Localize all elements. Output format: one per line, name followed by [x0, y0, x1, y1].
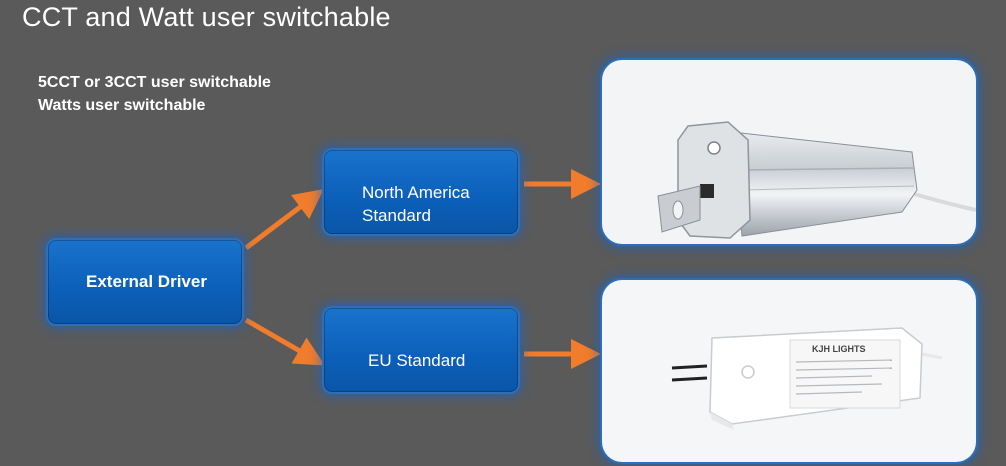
- north-america-line-1: North America: [362, 183, 470, 202]
- eu-driver-photo: KJH LIGHTS: [600, 278, 978, 464]
- arrow-driver-to-na: [244, 188, 324, 250]
- north-america-label: North America Standard: [362, 181, 512, 227]
- external-driver-label: External Driver: [86, 272, 207, 291]
- subtitle: 5CCT or 3CCT user switchable Watts user …: [38, 71, 271, 117]
- eu-standard-label: EU Standard: [368, 351, 466, 370]
- external-driver-box: External Driver: [46, 238, 244, 326]
- page-title: CCT and Watt user switchable: [22, 2, 391, 32]
- arrow-driver-to-eu: [244, 317, 325, 366]
- north-america-standard-box: North America Standard: [322, 148, 520, 236]
- eu-driver-image: KJH LIGHTS: [602, 280, 976, 462]
- north-america-driver-photo: [600, 58, 978, 246]
- eu-driver-brand-text: KJH LIGHTS: [812, 344, 866, 354]
- subtitle-line-2: Watts user switchable: [38, 97, 206, 114]
- north-america-line-2: Standard: [362, 206, 431, 225]
- subtitle-line-1: 5CCT or 3CCT user switchable: [38, 74, 271, 91]
- eu-standard-box: EU Standard: [322, 306, 520, 394]
- cylindrical-driver-image: [602, 60, 976, 244]
